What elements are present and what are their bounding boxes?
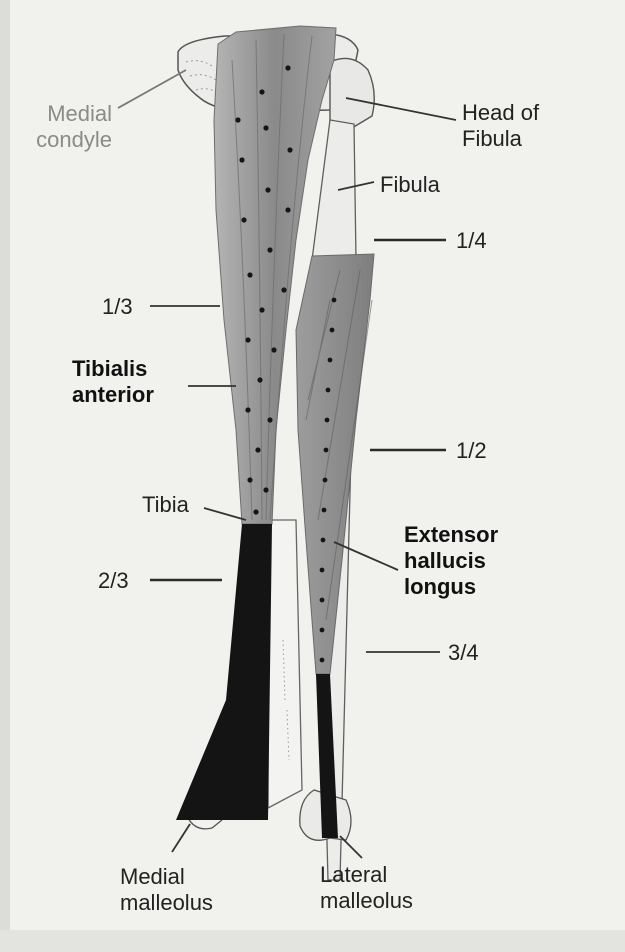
label-medial-malleolus: Medial malleolus	[120, 864, 213, 916]
tibia-shaft-lower	[268, 520, 302, 808]
label-fibula: Fibula	[380, 172, 440, 198]
leader-lateral-malleolus	[340, 836, 362, 858]
fibula-head	[330, 58, 374, 128]
label-lateral-malleolus-line-2: malleolus	[320, 888, 413, 914]
label-tibialis-anterior-line-2: anterior	[72, 382, 154, 408]
label-extensor-hallucis-longus: Extensor hallucis longus	[404, 522, 498, 600]
label-medial-condyle: Medial condyle	[12, 101, 112, 153]
label-three-quarters: 3/4	[448, 640, 479, 666]
leader-medial-malleolus	[172, 824, 190, 852]
label-head-of-fibula-line-1: Head of	[462, 100, 539, 126]
label-tibialis-anterior: Tibialis anterior	[72, 356, 154, 408]
page-bottom-shadow	[0, 930, 625, 952]
label-medial-malleolus-line-2: malleolus	[120, 890, 213, 916]
label-ehl-line-1: Extensor	[404, 522, 498, 548]
label-two-thirds: 2/3	[98, 568, 129, 594]
label-head-of-fibula-line-2: Fibula	[462, 126, 539, 152]
leader-medial-condyle	[118, 70, 186, 108]
label-tibialis-anterior-line-1: Tibialis	[72, 356, 154, 382]
label-tibia: Tibia	[142, 492, 189, 518]
ehl-belly	[296, 254, 374, 674]
label-medial-condyle-line-1: Medial	[12, 101, 112, 127]
label-one-third: 1/3	[102, 294, 133, 320]
label-lateral-malleolus-line-1: Lateral	[320, 862, 413, 888]
label-medial-malleolus-line-1: Medial	[120, 864, 213, 890]
label-one-half: 1/2	[456, 438, 487, 464]
label-lateral-malleolus: Lateral malleolus	[320, 862, 413, 914]
label-one-quarter: 1/4	[456, 228, 487, 254]
label-ehl-line-2: hallucis	[404, 548, 498, 574]
tibialis-anterior-tendon	[176, 524, 272, 820]
label-ehl-line-3: longus	[404, 574, 498, 600]
leader-tibia	[204, 508, 246, 520]
label-head-of-fibula: Head of Fibula	[462, 100, 539, 152]
page-edge-shadow	[0, 0, 10, 952]
label-medial-condyle-line-2: condyle	[12, 127, 112, 153]
